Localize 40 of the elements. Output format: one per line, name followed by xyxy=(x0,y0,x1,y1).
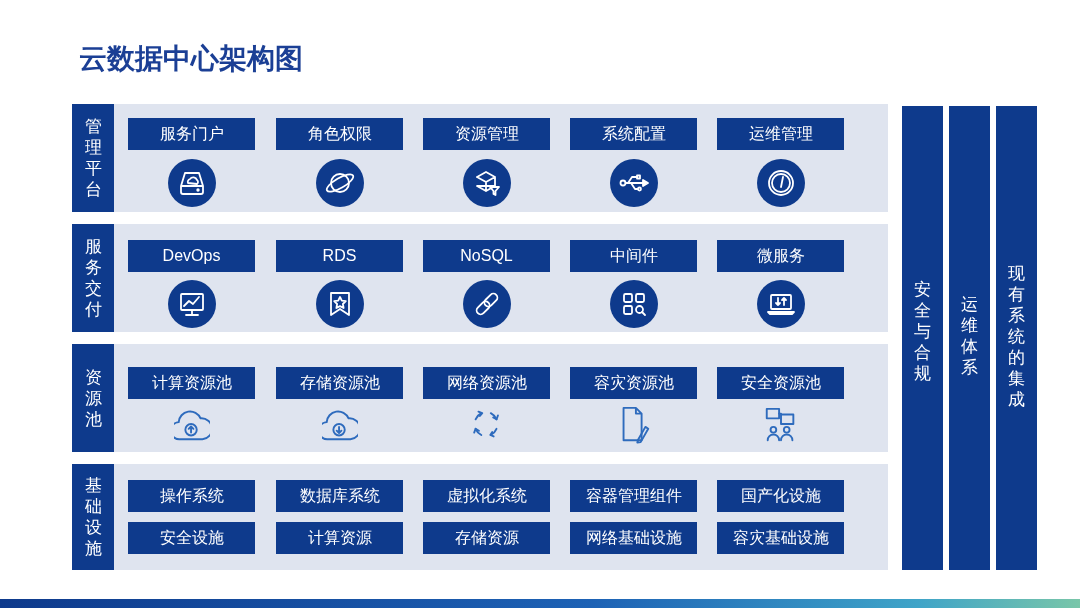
infrastructure-module: 存储资源 xyxy=(423,522,550,554)
cross-cutting-pillar xyxy=(902,106,943,570)
infrastructure-module: 计算资源 xyxy=(276,522,403,554)
pillar-heading: 现有系统的集成 xyxy=(1007,262,1026,410)
service-module: DevOps xyxy=(128,240,255,272)
pillar-heading: 运维体系 xyxy=(960,294,979,378)
infrastructure-module: 安全设施 xyxy=(128,522,255,554)
infrastructure-module: 容灾基础设施 xyxy=(717,522,844,554)
layer-heading: 管理平台 xyxy=(84,116,102,200)
service-module: 中间件 xyxy=(570,240,697,272)
layer-band xyxy=(72,224,888,332)
platform-module: 系统配置 xyxy=(570,118,697,150)
platform-module: 服务门户 xyxy=(128,118,255,150)
layer-band xyxy=(72,464,888,570)
service-module: 微服务 xyxy=(717,240,844,272)
cross-cutting-pillar xyxy=(996,106,1037,570)
resource-pool-module: 网络资源池 xyxy=(423,367,550,399)
pillar-heading: 安全与合规 xyxy=(913,278,932,384)
layer-heading: 基础设施 xyxy=(84,475,102,559)
infrastructure-module: 数据库系统 xyxy=(276,480,403,512)
infrastructure-module: 虚拟化系统 xyxy=(423,480,550,512)
resource-pool-module: 计算资源池 xyxy=(128,367,255,399)
layer-heading: 服务交付 xyxy=(84,236,102,320)
service-module: NoSQL xyxy=(423,240,550,272)
title: 云数据中心架构图 xyxy=(79,42,303,76)
platform-module: 运维管理 xyxy=(717,118,844,150)
layer-heading: 资源池 xyxy=(84,366,102,430)
layer-band xyxy=(72,104,888,212)
resource-pool-module: 容灾资源池 xyxy=(570,367,697,399)
resource-pool-module: 存储资源池 xyxy=(276,367,403,399)
infrastructure-module: 国产化设施 xyxy=(717,480,844,512)
cross-cutting-pillar xyxy=(949,106,990,570)
infrastructure-module: 操作系统 xyxy=(128,480,255,512)
platform-module: 资源管理 xyxy=(423,118,550,150)
infrastructure-module: 容器管理组件 xyxy=(570,480,697,512)
platform-module: 角色权限 xyxy=(276,118,403,150)
service-module: RDS xyxy=(276,240,403,272)
infrastructure-module: 网络基础设施 xyxy=(570,522,697,554)
resource-pool-module: 安全资源池 xyxy=(717,367,844,399)
layer-band xyxy=(72,344,888,452)
